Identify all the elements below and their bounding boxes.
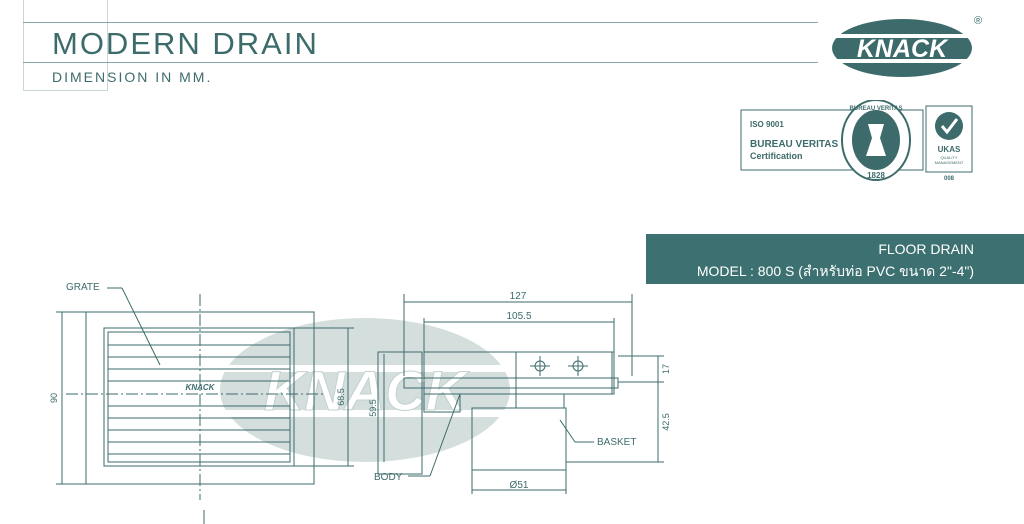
ukas-mark: UKAS QUALITY MANAGEMENT 008 (925, 105, 973, 182)
dim-inner-height: 68.5 (336, 388, 346, 406)
dim-diameter: Ø51 (510, 480, 529, 491)
certification-block: ISO 9001 BUREAU VERITAS Certification BU… (740, 100, 973, 182)
page-title: MODERN DRAIN (52, 26, 319, 61)
product-name: FLOOR DRAIN (878, 241, 974, 257)
iso-label: ISO 9001 (750, 120, 784, 129)
dim-total-width: 127 (510, 291, 527, 302)
grate-label: GRATE (66, 282, 100, 293)
watermark-text: KNACK (264, 359, 470, 422)
registered-mark: ® (974, 15, 982, 27)
seal-text: BUREAU VERITAS (850, 106, 903, 112)
certification-label: Certification (750, 151, 803, 161)
seal-year: 1828 (867, 171, 885, 180)
ukas-quality: QUALITY (940, 155, 957, 160)
top-view (56, 287, 354, 524)
dim-flange: 17 (661, 364, 671, 374)
header-rule-top (23, 22, 818, 23)
corner-frame (23, 0, 108, 91)
watermark: KNACK (200, 318, 530, 462)
product-banner: FLOOR DRAIN MODEL : 800 S (สำหรับท่อ PVC… (646, 234, 1024, 284)
grate-logo: KNACK (186, 383, 216, 392)
technical-drawing: KNACK GRATE KNACK 90 68.5 (49, 282, 671, 524)
basket-label: BASKET (597, 437, 636, 448)
ukas-label: UKAS (938, 145, 961, 154)
logo-text: KNACK (857, 35, 949, 63)
ukas-management: MANAGEMENT (935, 160, 964, 165)
page-subtitle: DIMENSION IN MM. (52, 69, 213, 85)
dim-body-height: 59.5 (368, 399, 378, 417)
bureau-veritas-label: BUREAU VERITAS (750, 139, 838, 150)
body-label: BODY (374, 472, 403, 483)
side-view (377, 294, 664, 494)
header-rule-bottom (23, 62, 818, 63)
dim-grate-height: 90 (49, 393, 59, 403)
product-model: MODEL : 800 S (สำหรับท่อ PVC ขนาด 2"-4") (696, 263, 974, 279)
dim-depth: 42.5 (661, 413, 671, 431)
ukas-code: 008 (944, 176, 955, 182)
dim-inner-width: 105.5 (506, 311, 531, 322)
knack-logo: KNACK ® (828, 15, 982, 77)
bureau-veritas-seal: BUREAU VERITAS 1828 (841, 100, 911, 181)
